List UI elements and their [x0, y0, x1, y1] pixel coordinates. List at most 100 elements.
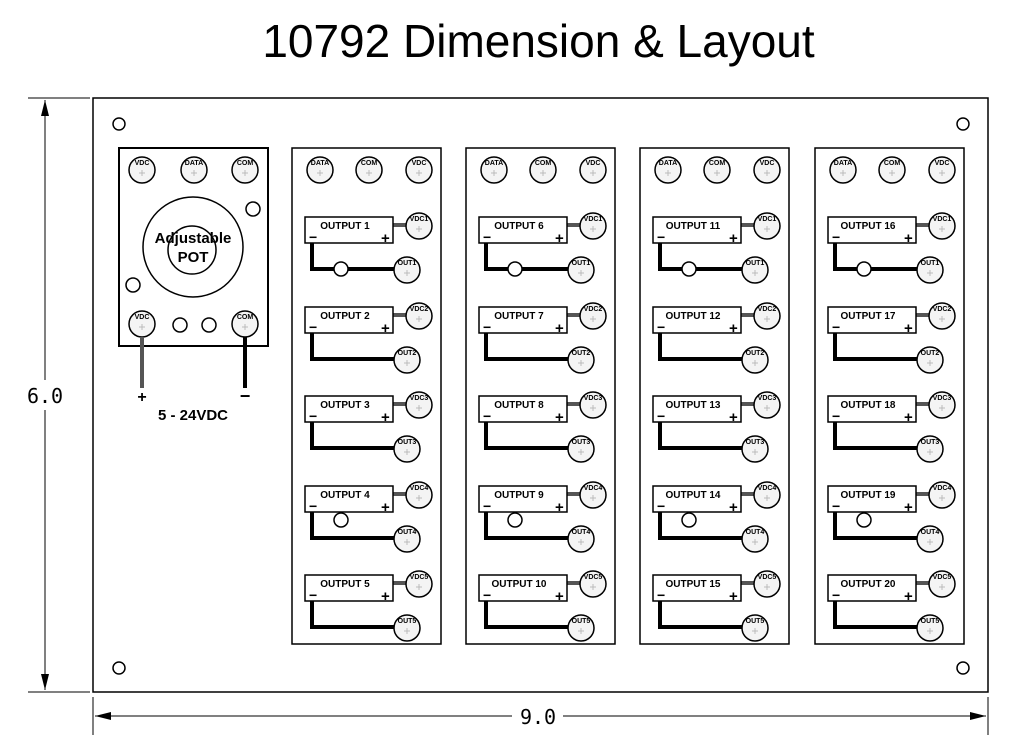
- minus-sign: −: [309, 408, 317, 424]
- mounting-hole-icon: [681, 261, 697, 277]
- terminal: VDC: [579, 156, 607, 184]
- supply-voltage-label: 5 - 24VDC: [158, 407, 228, 424]
- terminal-label: VDC1: [584, 216, 603, 223]
- width-dimension-label: 9.0: [520, 705, 556, 729]
- terminal: VDC3: [753, 391, 781, 419]
- terminal: OUT5: [916, 614, 944, 642]
- output-wire: [310, 243, 407, 271]
- terminal: VDC: [753, 156, 781, 184]
- terminal-label: DATA: [485, 160, 503, 167]
- mounting-hole-icon: [856, 261, 872, 277]
- output-label: OUTPUT 13: [665, 400, 720, 411]
- terminal: DATA: [306, 156, 334, 184]
- terminal-label: COM: [361, 160, 378, 167]
- arrow-right-icon: [970, 712, 986, 720]
- output-label: OUTPUT 14: [665, 490, 720, 501]
- pot-label-line2: POT: [178, 249, 209, 266]
- terminal-label: OUT5: [921, 618, 940, 625]
- terminal-label: COM: [237, 160, 254, 167]
- output-wire: [484, 601, 581, 629]
- terminal-label: VDC2: [584, 306, 603, 313]
- supply-minus-label: −: [240, 386, 251, 406]
- terminal: OUT1: [741, 256, 769, 284]
- terminal-label: DATA: [185, 160, 203, 167]
- dimension-lines: 6.09.0: [27, 97, 989, 735]
- minus-sign: −: [483, 229, 491, 245]
- output-label: OUTPUT 8: [494, 400, 544, 411]
- terminal: VDC2: [579, 302, 607, 330]
- terminal-label: OUT3: [921, 439, 940, 446]
- output-label-box: [652, 306, 742, 334]
- terminal: COM: [231, 156, 259, 184]
- minus-sign: −: [832, 319, 840, 335]
- minus-sign: −: [483, 408, 491, 424]
- terminal: DATA: [480, 156, 508, 184]
- output-label: OUTPUT 17: [840, 311, 895, 322]
- output-label: OUTPUT 3: [320, 400, 370, 411]
- output-label-box: [827, 485, 917, 513]
- mounting-hole-icon: [956, 117, 970, 131]
- mounting-hole-icon: [201, 317, 217, 333]
- output-label: OUTPUT 7: [494, 311, 544, 322]
- terminal-label: VDC2: [410, 306, 429, 313]
- output-label-box: [304, 306, 394, 334]
- terminal-label: COM: [884, 160, 901, 167]
- arrow-up-icon: [41, 100, 49, 116]
- terminal-label: COM: [535, 160, 552, 167]
- output-wire: [310, 422, 407, 450]
- terminal-label: OUT5: [746, 618, 765, 625]
- output-label-box: [652, 485, 742, 513]
- mounting-hole-icon: [245, 201, 261, 217]
- terminal: OUT3: [393, 435, 421, 463]
- terminal-label: VDC5: [933, 574, 952, 581]
- plus-sign: +: [555, 409, 564, 426]
- terminal-label: VDC4: [584, 485, 603, 492]
- output-wire: [310, 601, 407, 629]
- mounting-hole-icon: [333, 261, 349, 277]
- terminal-label: VDC3: [933, 395, 952, 402]
- minus-sign: −: [309, 319, 317, 335]
- terminal-label: OUT1: [746, 260, 765, 267]
- output-label-box: [304, 216, 394, 244]
- minus-sign: −: [832, 408, 840, 424]
- terminal: OUT1: [393, 256, 421, 284]
- terminal: VDC: [405, 156, 433, 184]
- pot-label-line1: Adjustable: [155, 230, 232, 247]
- terminal: OUT2: [916, 346, 944, 374]
- terminal-label: OUT1: [572, 260, 591, 267]
- terminal: VDC4: [579, 481, 607, 509]
- mounting-hole-icon: [681, 512, 697, 528]
- output-label-box: [652, 395, 742, 423]
- terminal: VDC5: [753, 570, 781, 598]
- terminal-label: VDC5: [758, 574, 777, 581]
- terminal: VDC4: [928, 481, 956, 509]
- plus-sign: +: [729, 230, 738, 247]
- terminal: OUT5: [741, 614, 769, 642]
- output-label: OUTPUT 2: [320, 311, 370, 322]
- output-wire: [833, 512, 930, 540]
- output-label: OUTPUT 16: [840, 221, 895, 232]
- mounting-hole-icon: [112, 117, 126, 131]
- terminal: VDC2: [928, 302, 956, 330]
- terminal: OUT4: [741, 525, 769, 553]
- terminal-label: OUT5: [398, 618, 417, 625]
- terminal: VDC3: [579, 391, 607, 419]
- terminal: OUT2: [741, 346, 769, 374]
- plus-sign: +: [381, 409, 390, 426]
- output-label: OUTPUT 1: [320, 221, 370, 232]
- terminal: VDC3: [405, 391, 433, 419]
- output-wire: [833, 422, 930, 450]
- output-wire: [310, 333, 407, 361]
